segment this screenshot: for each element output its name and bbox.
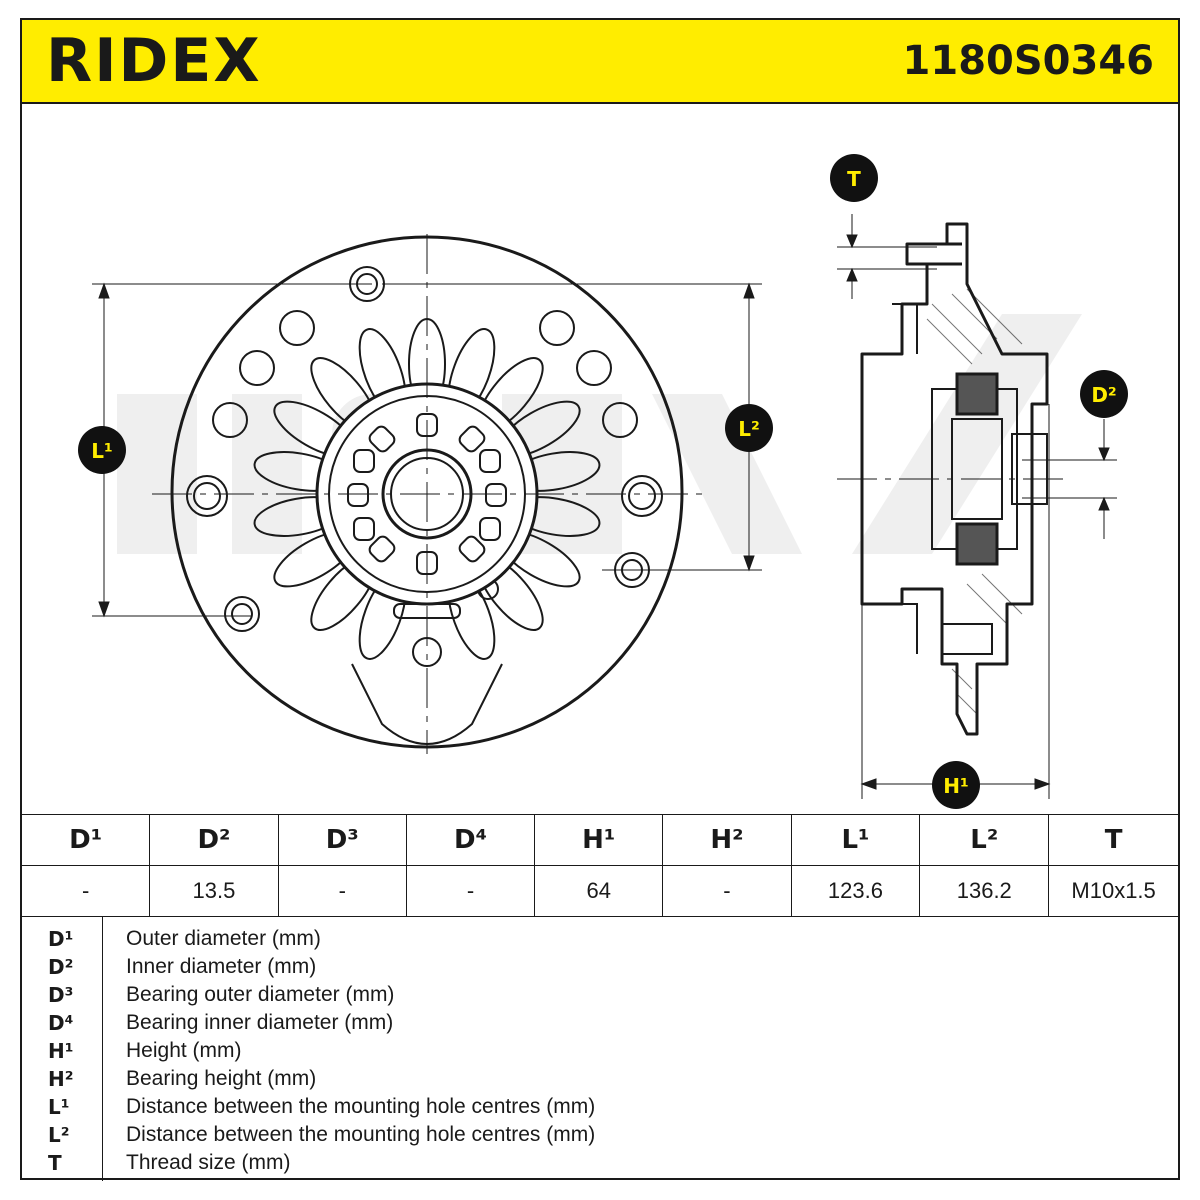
- watermark: [117, 314, 1082, 554]
- callout-T: T: [830, 154, 878, 202]
- spec-col-l2: L²: [919, 814, 1050, 866]
- legend-row: D⁴ Bearing inner diameter (mm): [22, 1011, 1178, 1039]
- spec-val-t: M10x1.5: [1048, 865, 1178, 917]
- svg-text:L²: L²: [738, 417, 760, 441]
- legend-row: L¹ Distance between the mounting hole ce…: [22, 1095, 1178, 1123]
- spec-col-d1: D¹: [22, 814, 151, 866]
- legend-symbol: D²: [48, 955, 74, 979]
- legend-text: Distance between the mounting hole centr…: [126, 1095, 596, 1118]
- svg-text:H¹: H¹: [943, 774, 969, 798]
- side-section-view: [860, 222, 1049, 736]
- spec-col-h1: H¹: [534, 814, 664, 866]
- spec-col-d3: D³: [277, 814, 407, 866]
- technical-drawing: T D² L¹ L² H¹: [22, 104, 1178, 814]
- legend-text: Outer diameter (mm): [126, 927, 321, 950]
- part-number: 1180S0346: [902, 38, 1154, 84]
- spec-col-l1: L¹: [790, 814, 921, 866]
- legend-text: Bearing outer diameter (mm): [126, 983, 395, 1006]
- legend-symbol: T: [48, 1151, 62, 1175]
- spec-val-l1: 123.6: [790, 865, 921, 917]
- spec-col-h2: H²: [662, 814, 792, 866]
- spec-val-d2: 13.5: [149, 865, 279, 917]
- legend-symbol: L¹: [48, 1095, 70, 1119]
- legend-text: Inner diameter (mm): [126, 955, 317, 978]
- legend-symbol: H²: [48, 1067, 74, 1091]
- spec-value-row: - 13.5 - - 64 - 123.6 136.2 M10x1.5: [22, 865, 1178, 917]
- callout-L2: L²: [725, 404, 773, 452]
- legend-text: Height (mm): [126, 1039, 242, 1062]
- svg-text:L¹: L¹: [91, 439, 113, 463]
- legend-text: Bearing inner diameter (mm): [126, 1011, 394, 1034]
- header-bar: RIDEX 1180S0346: [22, 20, 1178, 104]
- legend-symbol: L²: [48, 1123, 70, 1147]
- diagram-frame: RIDEX 1180S0346: [20, 18, 1180, 1181]
- legend-row: T Thread size (mm): [22, 1151, 1178, 1179]
- legend-symbol: H¹: [48, 1039, 74, 1063]
- spec-col-d2: D²: [149, 814, 279, 866]
- callout-L1: L¹: [78, 426, 126, 474]
- spec-col-t: T: [1048, 814, 1178, 866]
- brand-logo: RIDEX: [46, 26, 262, 96]
- legend: D¹ Outer diameter (mm) D² Inner diameter…: [22, 916, 1178, 1181]
- section-hatching: [926, 288, 1023, 715]
- callout-H1: H¹: [932, 761, 980, 809]
- legend-symbol: D¹: [48, 927, 74, 951]
- svg-text:T: T: [847, 167, 861, 191]
- spec-table: D¹ D² D³ D⁴ H¹ H² L¹ L² T - 13.5 - - 64 …: [22, 814, 1178, 917]
- legend-row: H² Bearing height (mm): [22, 1067, 1178, 1095]
- spec-val-d1: -: [22, 865, 151, 917]
- side-dimensions: [837, 214, 1117, 799]
- front-dimensions: [92, 234, 762, 754]
- spec-val-h1: 64: [534, 865, 664, 917]
- legend-row: L² Distance between the mounting hole ce…: [22, 1123, 1178, 1151]
- legend-text: Bearing height (mm): [126, 1067, 317, 1090]
- legend-row: D³ Bearing outer diameter (mm): [22, 983, 1178, 1011]
- legend-row: D² Inner diameter (mm): [22, 955, 1178, 983]
- spec-val-h2: -: [662, 865, 792, 917]
- spec-header-row: D¹ D² D³ D⁴ H¹ H² L¹ L² T: [22, 814, 1178, 866]
- spec-val-l2: 136.2: [919, 865, 1050, 917]
- legend-symbol: D⁴: [48, 1011, 74, 1035]
- legend-text: Distance between the mounting hole centr…: [126, 1123, 596, 1146]
- legend-text: Thread size (mm): [126, 1151, 291, 1174]
- legend-row: H¹ Height (mm): [22, 1039, 1178, 1067]
- svg-text:D²: D²: [1091, 383, 1116, 407]
- spec-col-d4: D⁴: [405, 814, 536, 866]
- spec-val-d4: -: [405, 865, 536, 917]
- callout-D2: D²: [1080, 370, 1128, 418]
- legend-symbol: D³: [48, 983, 74, 1007]
- legend-row: D¹ Outer diameter (mm): [22, 927, 1178, 955]
- hub-drawing-svg: T D² L¹ L² H¹: [78, 154, 1128, 809]
- legend-divider: [102, 917, 103, 1181]
- spec-val-d3: -: [277, 865, 407, 917]
